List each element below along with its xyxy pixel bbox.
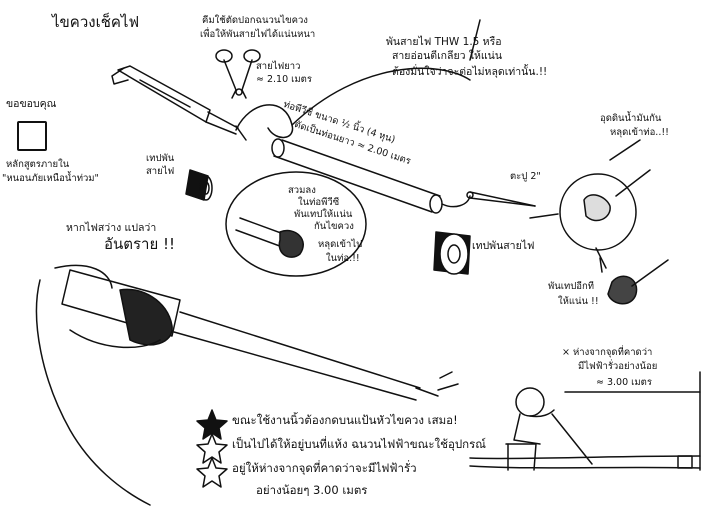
- star-outline-icon: [196, 457, 228, 488]
- bullet-3-text: อยู่ให้ห่างจากจุดที่คาดว่าจะมีไฟฟ้ารั่ว: [232, 461, 417, 475]
- star-outline-icon: [196, 433, 228, 464]
- fill-hole-line1: อุดดินน้ำมันกัน: [600, 113, 662, 124]
- fill-hole-line2: หลุดเข้าท่อ..!!: [610, 127, 669, 138]
- wire-to-pipe: [291, 67, 471, 126]
- wrapped-end-detail: [599, 257, 669, 305]
- wire-length-line1: สายไฟยาว: [256, 61, 301, 72]
- credits-source-line1: หลักสูตรภายใน: [6, 159, 70, 170]
- wire-spec-line3: ต้องมั่นใจว่าจะต่อไม่หลุดเท่านั้น.!!: [392, 66, 548, 78]
- bullet-footer: อย่างน้อยๆ 3.00 เมตร: [256, 483, 368, 497]
- insert-line4: กันไขควง: [314, 221, 354, 232]
- warning-line2: อันตราย !!: [104, 235, 176, 253]
- insert-line6: ในท่อ.!!: [326, 253, 360, 264]
- zoom-insert-detail: [225, 171, 367, 277]
- wrap-tight-line2: ให้แน่น !!: [558, 296, 599, 307]
- wire-cutter-pliers-icon: [215, 49, 261, 99]
- arrow-icon: [529, 213, 559, 219]
- warning-line1: หากไฟสว่าง แปลว่า: [66, 222, 157, 234]
- insert-line3: พันเทปให้แน่น: [294, 209, 353, 220]
- credits-source-line2: "หนอนภัยเหนือน้ำท่วม": [2, 173, 99, 184]
- tape-left-line2: สายไฟ: [146, 166, 175, 177]
- page-title: ไขควงเช็คไฟ: [52, 13, 140, 31]
- distance-line1: × ห่างจากจุดที่คาดว่า: [562, 347, 653, 358]
- wire-length-line2: ≈ 2.10 เมตร: [256, 74, 312, 85]
- hand-holding-tester: [35, 264, 459, 506]
- tape-roll-left-icon: [185, 169, 213, 201]
- clamp-note-line1: คีมใช้ตัดปอกฉนวนไขควง: [202, 15, 308, 26]
- person-testing-water: [469, 371, 701, 471]
- distance-value: ≈ 3.00 เมตร: [596, 377, 652, 388]
- voltage-tester-screwdriver: [111, 65, 247, 141]
- wrap-tight-line1: พันเทปอีกที: [548, 281, 595, 292]
- nail-label: ตะปู 2": [510, 171, 541, 182]
- credits-thanks: ขอขอบคุณ: [6, 98, 57, 110]
- arrow-icon: [469, 19, 481, 61]
- tape-roll-bottom-icon: [433, 231, 471, 275]
- logo-icon: [17, 121, 47, 151]
- star-filled-icon: [196, 409, 228, 440]
- zoom-putty-detail: [559, 139, 651, 251]
- tape-left-line1: เทปพัน: [146, 153, 175, 164]
- clamp-note-line2: เพื่อให้พันสายไฟได้แน่นหนา: [200, 29, 316, 40]
- arrow-icon: [595, 247, 607, 269]
- wire-spec-line1: พันสายไฟ THW 1.5 หรือ: [386, 36, 502, 48]
- insert-line2: ในท่อพีวีซี: [298, 197, 340, 208]
- nail-icon: [466, 191, 536, 207]
- insert-line1: สวมลง: [288, 185, 316, 196]
- insert-line5: หลุดเข้าไป: [318, 239, 363, 250]
- bullet-2-text: เป็นไปได้ให้อยู่บนที่แห้ง ฉนวนไฟฟ้าขณะใช…: [232, 437, 486, 451]
- wire-spec-line2: สายอ่อนตีเกลียว ให้แน่น: [392, 50, 503, 62]
- bullet-1-text: ขณะใช้งานนิ้วต้องกดบนแป้นหัวไขควง เสมอ!: [232, 413, 458, 427]
- tape-bottom-label: เทปพันสายไฟ: [472, 240, 535, 252]
- distance-line2: มีไฟฟ้ารั่วอย่างน้อย: [578, 361, 658, 372]
